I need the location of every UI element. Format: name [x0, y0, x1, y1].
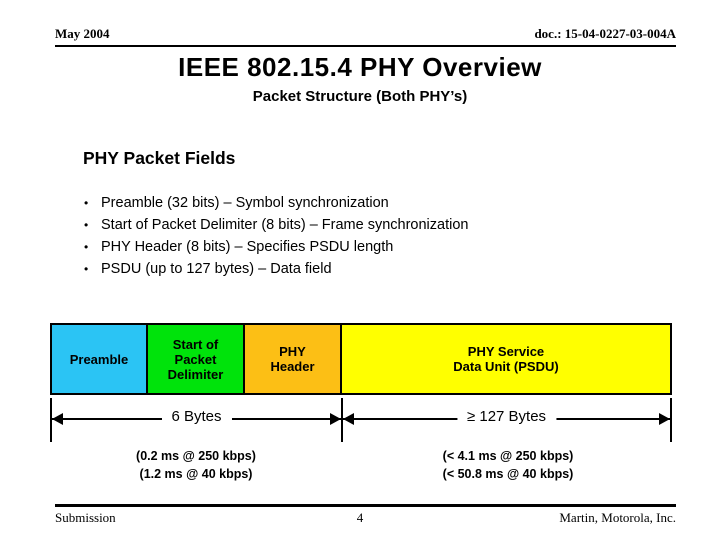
timing-note: (< 4.1 ms @ 250 kbps)	[442, 449, 574, 463]
arrowhead-right-icon	[330, 413, 341, 425]
timing-note: (< 50.8 ms @ 40 kbps)	[442, 467, 574, 481]
footer-page-number: 4	[356, 510, 364, 525]
header-date: May 2004	[55, 26, 110, 41]
tick-middle	[341, 398, 343, 442]
bullet-text: PSDU (up to 127 bytes) – Data field	[101, 261, 332, 277]
timing-note: (1.2 ms @ 40 kbps)	[139, 467, 253, 481]
header-doc-number: doc.: 15-04-0227-03-004A	[534, 26, 676, 41]
span-label-127-bytes: ≥ 127 Bytes	[456, 408, 557, 425]
measurement-arrows: 6 Bytes ≥ 127 Bytes	[50, 398, 672, 442]
bullet-item: • PSDU (up to 127 bytes) – Data field	[84, 258, 468, 280]
span-6-bytes: 6 Bytes	[52, 398, 341, 442]
tick-right	[670, 398, 672, 442]
bullet-glyph: •	[84, 262, 89, 276]
slide-subtitle: Packet Structure (Both PHY’s)	[252, 88, 468, 105]
field-phy-header: PHY Header	[243, 323, 342, 395]
span-label-6-bytes: 6 Bytes	[161, 408, 232, 425]
bullet-glyph: •	[84, 196, 89, 210]
bullet-glyph: •	[84, 218, 89, 232]
bullet-list: • Preamble (32 bits) – Symbol synchroniz…	[84, 192, 468, 280]
header-rule	[55, 45, 676, 47]
arrowhead-left-icon	[52, 413, 63, 425]
timing-notes-left: (0.2 ms @ 250 kbps) (1.2 ms @ 40 kbps)	[50, 447, 342, 483]
timing-notes-right: (< 4.1 ms @ 250 kbps) (< 50.8 ms @ 40 kb…	[343, 447, 673, 483]
bullet-item: • PHY Header (8 bits) – Specifies PSDU l…	[84, 236, 468, 258]
bullet-item: • Start of Packet Delimiter (8 bits) – F…	[84, 214, 468, 236]
bullet-item: • Preamble (32 bits) – Symbol synchroniz…	[84, 192, 468, 214]
field-psdu: PHY Service Data Unit (PSDU)	[340, 323, 672, 395]
bullet-text: Start of Packet Delimiter (8 bits) – Fra…	[101, 217, 469, 233]
slide-title: IEEE 802.15.4 PHY Overview	[178, 52, 542, 82]
footer-submission: Submission	[55, 510, 116, 525]
footer-author: Martin, Motorola, Inc.	[559, 510, 676, 525]
span-127-bytes: ≥ 127 Bytes	[343, 398, 670, 442]
timing-note: (0.2 ms @ 250 kbps)	[136, 449, 256, 463]
bullet-text: PHY Header (8 bits) – Specifies PSDU len…	[101, 239, 394, 255]
footer-rule	[55, 504, 676, 507]
tick-left	[50, 398, 52, 442]
section-heading: PHY Packet Fields	[83, 148, 236, 168]
bullet-text: Preamble (32 bits) – Symbol synchronizat…	[101, 195, 389, 211]
field-preamble: Preamble	[50, 323, 148, 395]
arrowhead-left-icon	[343, 413, 354, 425]
packet-structure-bar: Preamble Start of Packet Delimiter PHY H…	[50, 323, 672, 395]
field-start-of-packet-delimiter: Start of Packet Delimiter	[146, 323, 245, 395]
bullet-glyph: •	[84, 240, 89, 254]
arrowhead-right-icon	[659, 413, 670, 425]
